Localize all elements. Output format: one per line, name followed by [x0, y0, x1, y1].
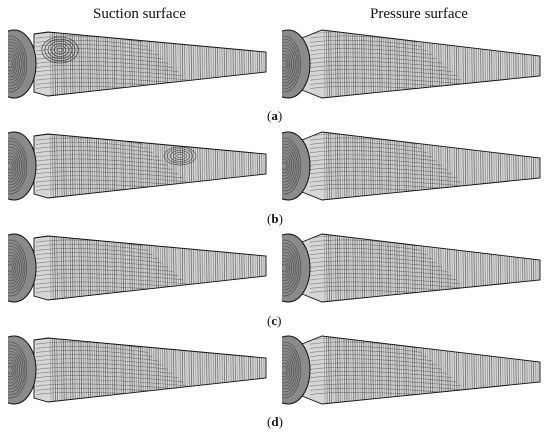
- pressure-panel-c: [282, 228, 544, 310]
- pressure-panel-d: [282, 330, 544, 412]
- suction-panel-b: [8, 126, 270, 208]
- pressure-panel-a: [282, 24, 544, 106]
- suction-surface-header: Suction surface: [93, 6, 186, 22]
- suction-panel-c: [8, 228, 270, 310]
- row-label-c: (c): [267, 313, 282, 328]
- pressure-surface-header: Pressure surface: [370, 6, 468, 22]
- pressure-panel-b: [282, 126, 544, 208]
- suction-panel-a: [8, 24, 270, 106]
- row-label-d: (d): [267, 414, 283, 429]
- row-label-a: (a): [267, 108, 283, 123]
- row-label-b: (b): [267, 211, 283, 226]
- suction-panel-d: [8, 330, 270, 412]
